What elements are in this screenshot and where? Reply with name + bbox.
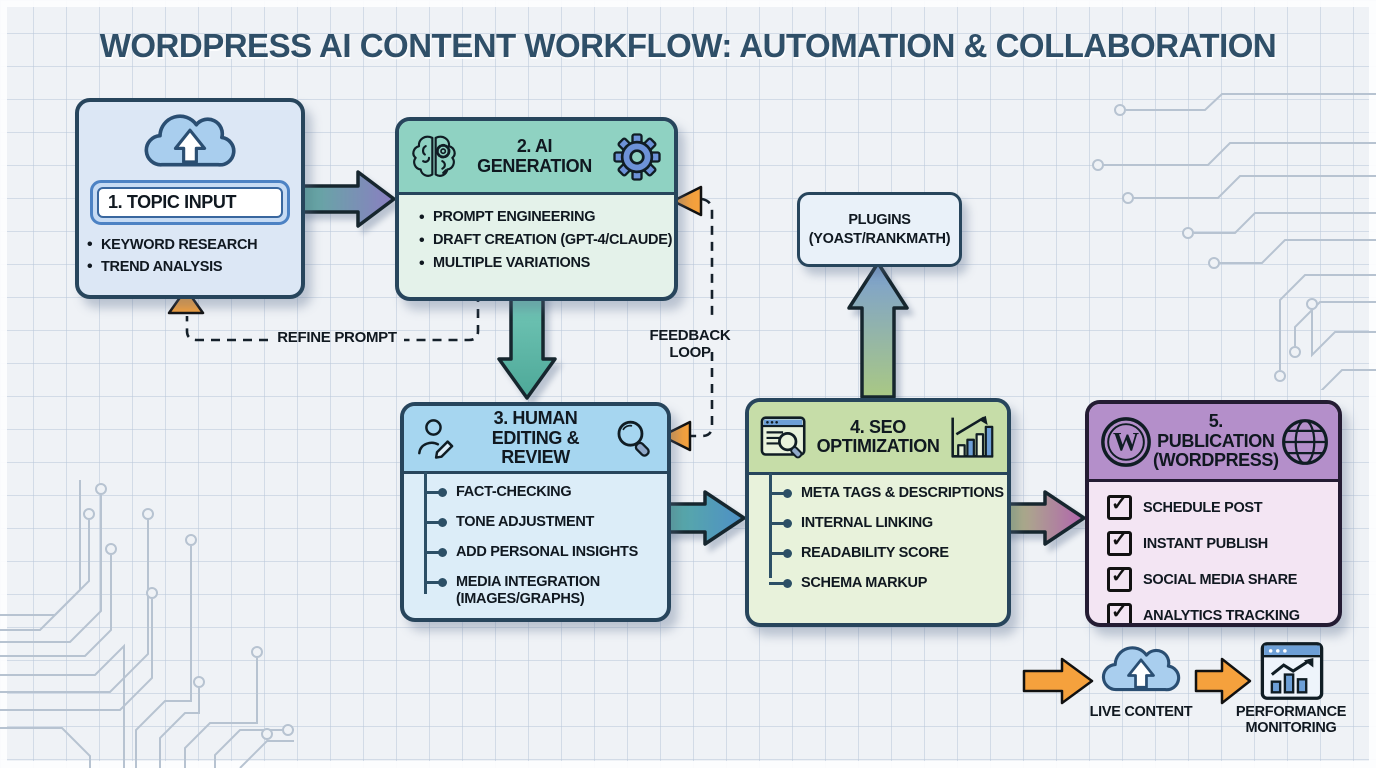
globe-icon — [1279, 416, 1331, 468]
topic-input-value[interactable]: 1. TOPIC INPUT — [97, 187, 283, 218]
publication-checklist: SCHEDULE POST INSTANT PUBLISH SOCIAL MED… — [1089, 491, 1338, 624]
list-item: INTERNAL LINKING — [749, 515, 1007, 532]
live-content-label: LIVE CONTENT — [1089, 704, 1193, 720]
list-item: PROMPT ENGINEERING — [419, 206, 674, 229]
ai-generation-list: PROMPT ENGINEERINGDRAFT CREATION (GPT-4/… — [399, 206, 674, 275]
list-item: MULTIPLE VARIATIONS — [419, 252, 674, 275]
arrow-editing-to-seo — [659, 490, 746, 546]
checkbox-icon[interactable] — [1107, 491, 1132, 520]
checklist-label: ANALYTICS TRACKING — [1143, 607, 1300, 624]
page-title: WORDPRESS AI CONTENT WORKFLOW: AUTOMATIO… — [99, 27, 1277, 64]
list-item: READABILITY SCORE — [749, 545, 1007, 562]
list-item: DRAFT CREATION (GPT-4/CLAUDE) — [419, 229, 674, 252]
person-edit-icon — [414, 416, 460, 462]
performance-monitoring-label: PERFORMANCE MONITORING — [1235, 704, 1347, 736]
box-title: 5. PUBLICATION (WORDPRESS) — [1153, 411, 1279, 471]
topic-input-list: KEYWORD RESEARCHTREND ANALYSIS — [79, 234, 301, 278]
checkbox-icon[interactable] — [1107, 563, 1132, 592]
human-editing-box: 3. HUMAN EDITING & REVIEW FACT-CHECKING T… — [400, 402, 671, 622]
seo-optimization-box: 4. SEO OPTIMIZATION META TAGS & DESCRIPT… — [745, 398, 1011, 627]
svg-text:W: W — [1113, 427, 1139, 456]
list-item: MEDIA INTEGRATION (IMAGES/GRAPHS) — [404, 574, 667, 608]
list-item: SCHEMA MARKUP — [749, 575, 1007, 592]
arrow-live-content — [1022, 657, 1094, 705]
feedback-loop-label: FEEDBACK LOOP — [649, 327, 731, 361]
refine-prompt-arrowhead — [167, 287, 205, 315]
feedback-arrowhead-bottom — [660, 420, 692, 452]
refine-prompt-dashed-line — [404, 293, 480, 342]
checklist-label: INSTANT PUBLISH — [1143, 535, 1268, 552]
checklist-label: SCHEDULE POST — [1143, 499, 1263, 516]
chart-growth-icon — [947, 414, 997, 460]
box-title: 4. SEO OPTIMIZATION — [816, 416, 940, 456]
plugins-label: PLUGINS (YOAST/RANKMATH) — [808, 212, 951, 247]
arrow-seo-to-plugins — [847, 261, 909, 399]
arrow-seo-to-publication — [999, 490, 1086, 546]
topic-input-field[interactable]: 1. TOPIC INPUT — [90, 180, 290, 225]
list-item: META TAGS & DESCRIPTIONS — [749, 485, 1007, 502]
box-title: 3. HUMAN EDITING & REVIEW — [491, 408, 580, 468]
arrow-ai-to-editing — [497, 290, 557, 400]
checklist-row: SCHEDULE POST — [1107, 491, 1338, 520]
gear-icon — [610, 130, 664, 184]
wordpress-icon: W — [1099, 415, 1153, 469]
feedback-arrowhead-top — [671, 185, 703, 217]
plugins-box: PLUGINS (YOAST/RANKMATH) — [797, 192, 962, 267]
checkbox-icon[interactable] — [1107, 527, 1132, 556]
magnifier-icon — [611, 416, 657, 462]
brain-icon — [409, 132, 459, 182]
box-title: 2. AI GENERATION — [477, 136, 592, 176]
refine-prompt-label: REFINE PROMPT — [277, 329, 397, 346]
browser-search-icon — [759, 414, 809, 460]
list-item: TONE ADJUSTMENT — [404, 514, 667, 531]
human-editing-list: FACT-CHECKING TONE ADJUSTMENT ADD PERSONAL… — [404, 472, 667, 608]
topic-input-box: 1. TOPIC INPUT KEYWORD RESEARCHTREND ANA… — [75, 98, 305, 299]
tree-line — [424, 472, 427, 594]
refine-prompt-dashed-line-2 — [185, 316, 268, 342]
seo-optimization-list: META TAGS & DESCRIPTIONS INTERNAL LINKING… — [749, 473, 1007, 592]
feedback-loop-dashed-line-2 — [691, 352, 714, 438]
list-item: FACT-CHECKING — [404, 484, 667, 501]
checkbox-icon[interactable] — [1107, 599, 1132, 623]
list-item: ADD PERSONAL INSIGHTS — [404, 544, 667, 561]
arrow-topic-to-ai — [297, 170, 396, 228]
arrow-performance — [1194, 657, 1252, 705]
tree-line — [769, 473, 772, 578]
list-item: KEYWORD RESEARCH — [87, 234, 301, 256]
checklist-row: ANALYTICS TRACKING — [1107, 599, 1338, 624]
ai-generation-box: 2. AI GENERATION PROMPT — [395, 117, 678, 301]
list-item: TREND ANALYSIS — [87, 256, 301, 278]
feedback-loop-dashed-line — [701, 197, 714, 321]
cloud-upload-icon — [144, 114, 236, 167]
checklist-row: INSTANT PUBLISH — [1107, 527, 1338, 556]
publication-box: W 5. PUBLICATION (WORDPRESS) SCHEDULE PO… — [1085, 400, 1342, 627]
checklist-row: SOCIAL MEDIA SHARE — [1107, 563, 1338, 592]
checklist-label: SOCIAL MEDIA SHARE — [1143, 571, 1298, 588]
